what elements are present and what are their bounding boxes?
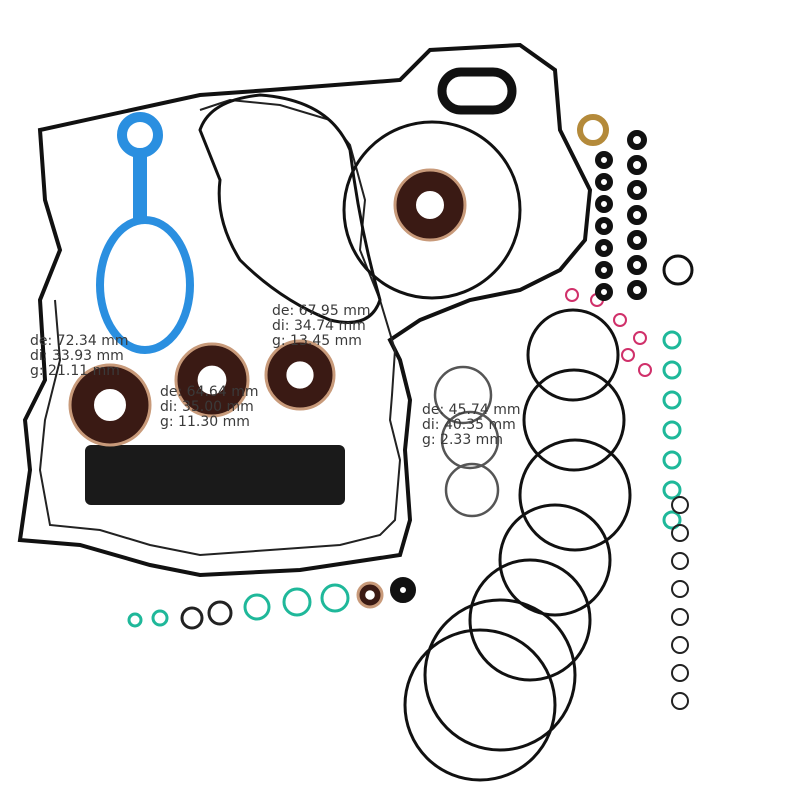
oval-seal — [437, 67, 517, 115]
small-o-ring — [243, 593, 271, 621]
o-ring — [342, 120, 522, 300]
small-o-ring — [662, 330, 682, 350]
inner-diameter-text: di: 34.74 mm — [272, 318, 366, 334]
brass-seal — [577, 114, 609, 146]
shaft-seal — [358, 582, 383, 607]
outer-diameter-text: de: 72.34 mm — [30, 333, 129, 349]
small-o-ring — [662, 510, 682, 530]
shaft-seal — [176, 343, 249, 416]
small-o-ring — [127, 612, 143, 628]
outer-diameter-text: de: 67.95 mm — [272, 303, 371, 319]
shaft-seal — [266, 341, 335, 410]
shaft-seal-rim — [393, 168, 467, 242]
small-seal — [627, 230, 647, 250]
dimension-label-1: de: 72.34 mm di: 33.93 mm g: 21.11 mm — [30, 334, 128, 379]
thickness-text: g: 13.45 mm — [272, 333, 362, 349]
thickness-text: g: 11.30 mm — [160, 414, 250, 430]
small-o-ring — [320, 583, 350, 613]
plug-seal — [390, 577, 416, 603]
small-o-ring — [662, 450, 682, 470]
o-ring — [662, 254, 694, 286]
o-ring — [444, 462, 500, 518]
small-seal — [627, 130, 647, 150]
small-seal — [595, 173, 613, 191]
valve-body-gasket — [85, 445, 345, 505]
shaft-seal-rim — [264, 339, 336, 411]
small-o-ring — [621, 348, 635, 362]
o-ring — [440, 410, 500, 470]
small-o-ring — [662, 390, 682, 410]
small-o-ring — [662, 420, 682, 440]
small-o-ring — [638, 363, 652, 377]
shaft-seal-rim — [356, 581, 384, 609]
o-ring — [526, 308, 620, 402]
small-o-ring — [180, 606, 204, 630]
small-seal — [627, 280, 647, 300]
small-o-ring — [671, 664, 689, 682]
thickness-text: g: 2.33 mm — [422, 432, 503, 448]
small-o-ring — [671, 496, 689, 514]
small-seal — [595, 283, 613, 301]
small-seal — [595, 217, 613, 235]
shaft-seal — [395, 170, 465, 240]
small-o-ring — [565, 288, 579, 302]
small-seal — [627, 205, 647, 225]
small-o-ring — [662, 360, 682, 380]
small-o-ring — [671, 608, 689, 626]
small-o-ring — [671, 524, 689, 542]
small-o-ring — [662, 480, 682, 500]
dimension-label-3: de: 67.95 mm di: 34.74 mm g: 13.45 mm — [272, 304, 370, 349]
o-ring — [518, 438, 632, 552]
thickness-text: g: 21.11 mm — [30, 363, 120, 379]
small-o-ring — [613, 313, 627, 327]
small-seal — [627, 255, 647, 275]
small-o-ring — [671, 636, 689, 654]
small-seal — [595, 239, 613, 257]
small-o-ring — [671, 552, 689, 570]
o-ring — [433, 365, 493, 425]
small-o-ring — [282, 587, 312, 617]
o-ring — [468, 558, 592, 682]
shaft-seal-rim — [68, 363, 152, 447]
inner-diameter-text: di: 35.00 mm — [160, 399, 254, 415]
o-ring — [423, 598, 577, 752]
small-seal — [627, 155, 647, 175]
upper-gasket-loop — [198, 93, 382, 324]
outer-diameter-text: de: 64.64 mm — [160, 384, 259, 400]
small-seal — [595, 261, 613, 279]
shaft-seal — [70, 365, 150, 445]
dimension-label-4: de: 45.74 mm di: 40.35 mm g: 2.33 mm — [422, 403, 520, 448]
shaft-seal-rim — [174, 342, 250, 418]
o-ring — [522, 368, 626, 472]
small-seal — [595, 195, 613, 213]
small-o-ring — [671, 580, 689, 598]
blue-tool — [96, 112, 194, 354]
outer-diameter-text: de: 45.74 mm — [422, 402, 521, 418]
small-o-ring — [207, 600, 233, 626]
small-o-ring — [151, 609, 169, 627]
small-o-ring — [671, 692, 689, 710]
small-o-ring — [633, 331, 647, 345]
pan-gasket — [17, 42, 593, 578]
small-seal — [627, 180, 647, 200]
inner-diameter-text: di: 33.93 mm — [30, 348, 124, 364]
o-ring — [403, 628, 557, 782]
dimension-label-2: de: 64.64 mm di: 35.00 mm g: 11.30 mm — [160, 385, 258, 430]
o-ring — [498, 503, 612, 617]
inner-diameter-text: di: 40.35 mm — [422, 417, 516, 433]
small-seal — [595, 151, 613, 169]
